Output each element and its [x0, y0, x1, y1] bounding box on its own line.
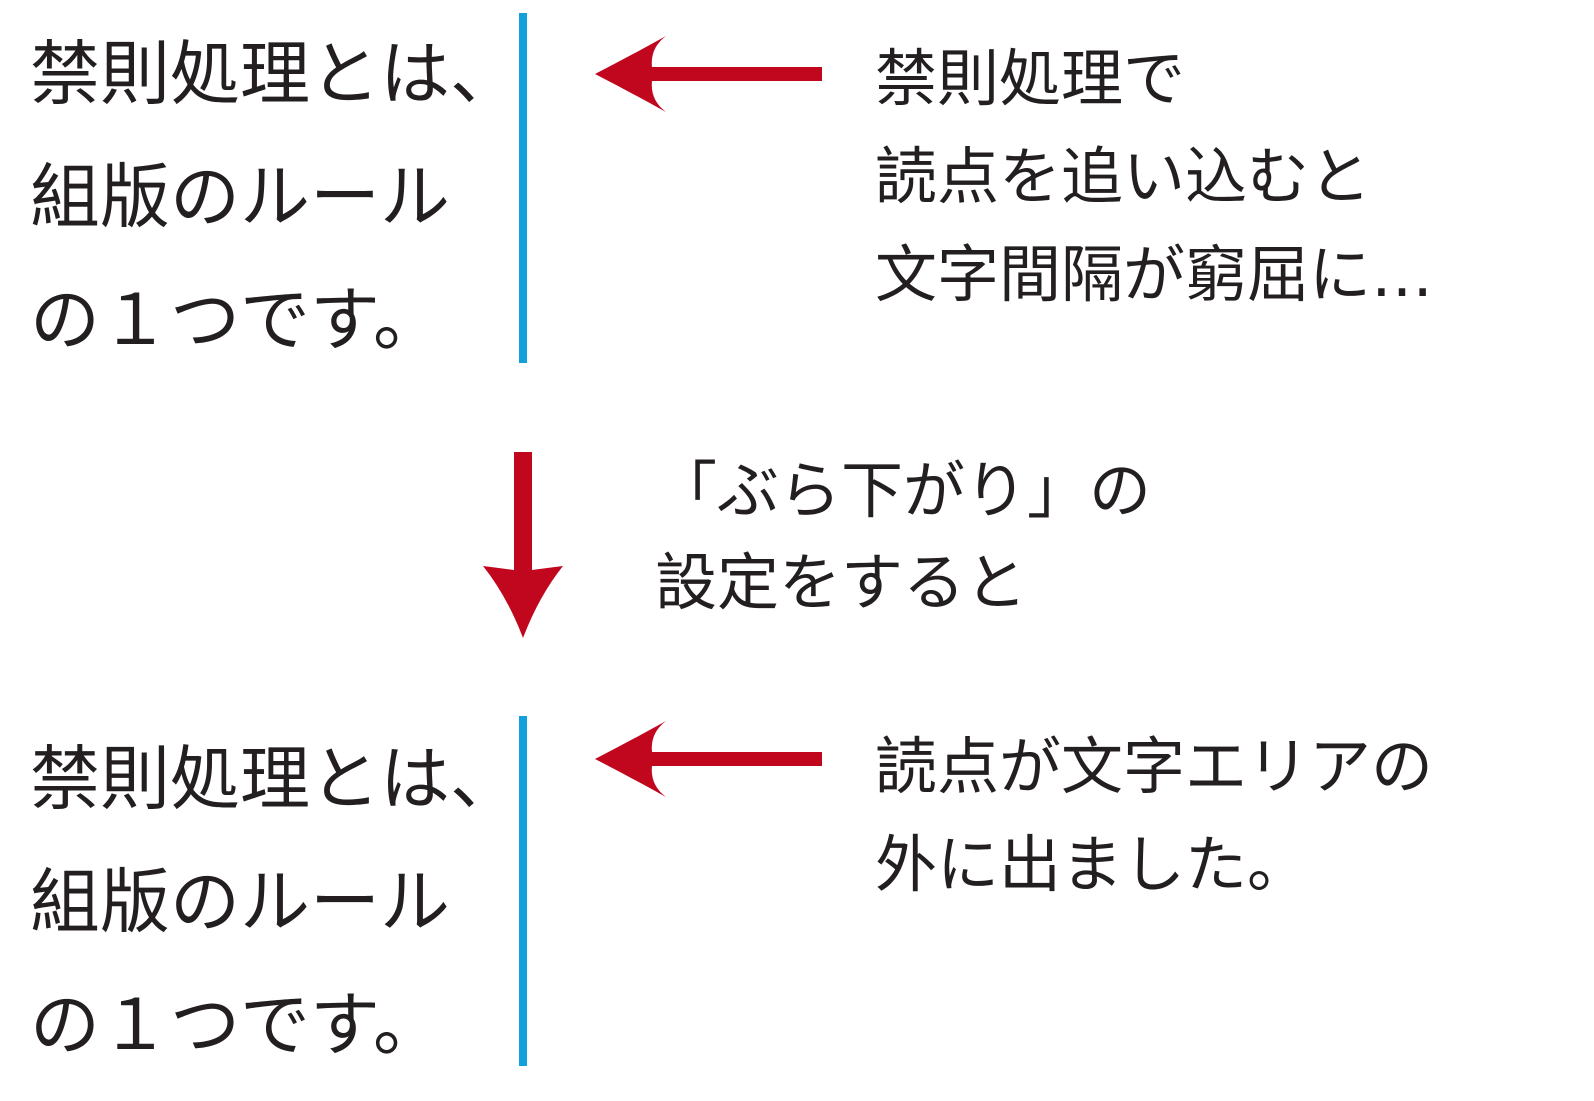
- note-line-2: 外に出ました。: [875, 828, 1310, 901]
- note-before: 禁則処理で 読点を追い込むと 文字間隔が窮屈に…: [875, 30, 1433, 324]
- text-area-boundary-line: [519, 13, 527, 363]
- note-line-2: 設定をすると: [655, 546, 1028, 619]
- example-line-2: 組版のルール: [30, 156, 450, 238]
- note-line-1: 「ぶら下がり」の: [655, 454, 1152, 527]
- note-after: 読点が文字エリアの 外に出ました。: [875, 718, 1433, 914]
- note-setting: 「ぶら下がり」の 設定をすると: [655, 445, 1151, 629]
- example-line-3: の１つです。: [30, 984, 443, 1066]
- example-line-1: 禁則処理とは、: [30, 33, 520, 115]
- example-line-1: 禁則処理とは、: [30, 738, 520, 820]
- note-line-1: 読点が文字エリアの: [875, 730, 1434, 803]
- text-area-boundary-line: [519, 716, 527, 1066]
- left-arrow-icon: [595, 721, 822, 797]
- note-line-3: 文字間隔が窮屈に…: [875, 238, 1434, 311]
- example-text-before: 禁則処理とは、 組版のルール の１つです。: [30, 13, 520, 382]
- down-arrow-shape: [483, 452, 563, 638]
- left-arrow-shape: [595, 36, 822, 112]
- note-line-2: 読点を追い込むと: [875, 140, 1372, 213]
- down-arrow-icon: [483, 452, 563, 638]
- left-arrow-shape: [595, 721, 822, 797]
- left-arrow-icon: [595, 36, 822, 112]
- note-line-1: 禁則処理で: [875, 42, 1186, 115]
- example-text-after: 禁則処理とは、 組版のルール の１つです。: [30, 718, 520, 1087]
- example-line-2: 組版のルール: [30, 861, 450, 943]
- example-line-3: の１つです。: [30, 279, 443, 361]
